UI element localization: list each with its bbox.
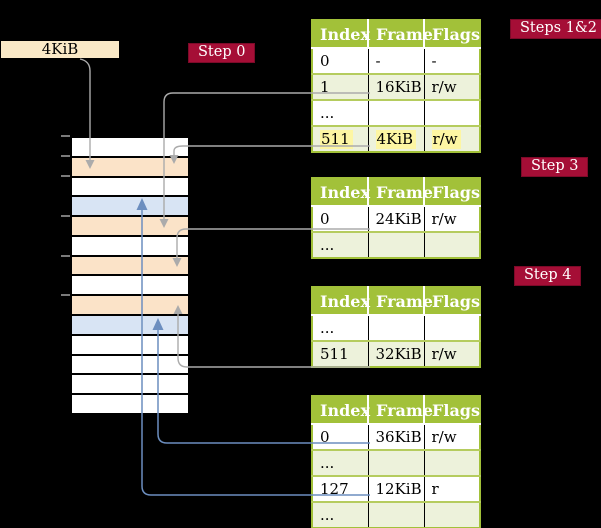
- table-cell: 12KiB: [367, 475, 424, 502]
- table-cell: 511: [312, 340, 368, 367]
- table-cell: -: [423, 48, 480, 74]
- table-cell: r: [423, 475, 480, 502]
- step4-badge: Step 4: [514, 266, 582, 286]
- table-cell: 4KiB: [367, 125, 424, 152]
- memory-frame-row-white: [72, 373, 188, 394]
- table-cell: ...: [312, 231, 368, 258]
- table-cell: 127: [312, 475, 368, 502]
- memory-frame-row-peach: [72, 215, 188, 235]
- memory-frame-row-peach: [72, 254, 188, 275]
- column-header: Index: [312, 286, 370, 316]
- table-cell: [423, 231, 480, 258]
- column-header: Flags: [423, 286, 480, 316]
- table-cell: 24KiB: [367, 206, 424, 232]
- table-cell: ...: [312, 501, 368, 528]
- column-header: Index: [312, 19, 370, 49]
- table-cell: 16KiB: [367, 73, 424, 100]
- memory-frame-row-white: [72, 175, 188, 196]
- table-cell: [367, 449, 424, 476]
- table-cell: ...: [312, 99, 368, 126]
- step3-badge: Step 3: [521, 157, 589, 177]
- table-row: ...: [312, 501, 480, 528]
- memory-tick: [61, 294, 70, 297]
- column-header: Index: [312, 177, 370, 207]
- column-header: Frame: [367, 395, 433, 425]
- table-cell: 32KiB: [367, 340, 424, 367]
- table-row: ...: [312, 449, 480, 476]
- memory-frame-row-white: [72, 393, 188, 413]
- table-cell: r/w: [423, 73, 480, 100]
- table-cell: r/w: [423, 340, 480, 367]
- table-row: ...: [312, 231, 480, 258]
- table-cell: [423, 501, 480, 528]
- column-header: Index: [312, 395, 370, 425]
- memory-tick: [61, 154, 70, 157]
- steps12-badge: Steps 1&2: [510, 19, 601, 39]
- memory-frame-row-blue: [72, 314, 188, 334]
- memory-frame-row-white: [72, 138, 188, 156]
- memory-frame-row-white: [72, 234, 188, 255]
- memory-frame-row-peach: [72, 155, 188, 176]
- column-header: Flags: [423, 177, 480, 207]
- column-header: Flags: [423, 19, 480, 49]
- memory-frame-row-white: [72, 274, 188, 295]
- table-cell: [367, 231, 424, 258]
- physical-memory-column: [70, 136, 190, 415]
- table-cell: [367, 315, 424, 341]
- column-header: Frame: [367, 286, 433, 316]
- table-cell: [423, 315, 480, 341]
- table-cell: [423, 449, 480, 476]
- table-cell: 511: [312, 125, 368, 152]
- memory-tick: [61, 135, 70, 137]
- memory-tick: [61, 254, 70, 257]
- table-cell: [367, 99, 424, 126]
- table-cell: r/w: [423, 206, 480, 232]
- column-header: Flags: [423, 395, 480, 425]
- memory-frame-row-peach: [72, 294, 188, 315]
- table-cell: [367, 501, 424, 528]
- table-cell: r/w: [423, 125, 480, 152]
- table-cell: ...: [312, 315, 368, 341]
- memory-frame-row-blue: [72, 195, 188, 216]
- column-header: Frame: [367, 19, 433, 49]
- table-cell: 1: [312, 73, 368, 100]
- table-cell: 0: [312, 424, 368, 450]
- table-cell: -: [367, 48, 424, 74]
- table-row: ...: [312, 315, 480, 341]
- table-cell: r/w: [423, 424, 480, 450]
- table-cell: ...: [312, 449, 368, 476]
- table-row: 0--: [312, 48, 480, 74]
- memory-frame-row-white: [72, 353, 188, 374]
- memory-tick: [61, 214, 70, 217]
- table-cell: 36KiB: [367, 424, 424, 450]
- column-header: Frame: [367, 177, 433, 207]
- memory-tick: [61, 174, 70, 177]
- table-cell: 0: [312, 206, 368, 232]
- memory-frame-row-white: [72, 333, 188, 354]
- step0-badge: Step 0: [188, 43, 256, 63]
- frame-address-box: 4KiB: [0, 40, 120, 59]
- table-cell: [423, 99, 480, 126]
- table-cell: 0: [312, 48, 368, 74]
- table-row: ...: [312, 99, 480, 126]
